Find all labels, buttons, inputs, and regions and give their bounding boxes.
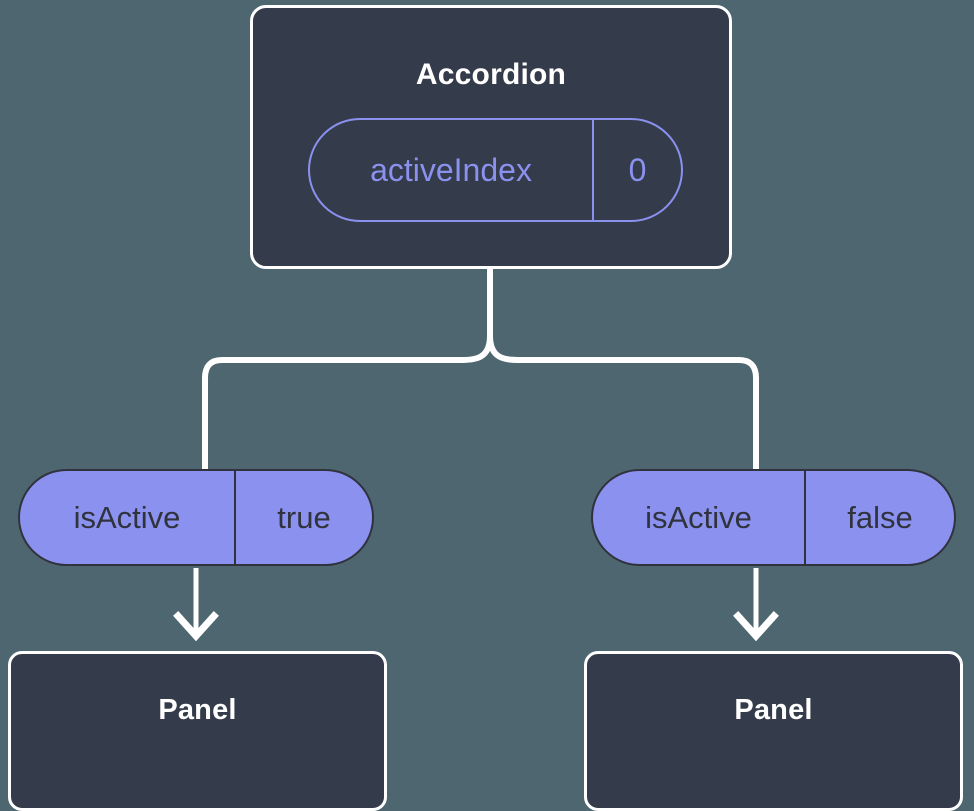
prop-pill-is-active-true-value: true: [277, 500, 331, 535]
arrow-left-head-icon: [173, 611, 219, 642]
prop-pill-is-active-false-value: false: [847, 500, 913, 535]
arrow-right-head-icon: [733, 611, 779, 642]
node-accordion-title: Accordion: [415, 58, 567, 91]
state-pill-active-index-value: 0: [628, 152, 647, 188]
prop-pill-is-active-true-key: isActive: [20, 471, 236, 564]
node-panel-left-title: Panel: [158, 694, 237, 726]
node-panel-left[interactable]: Panel: [8, 651, 387, 811]
prop-pill-is-active-false-key: isActive: [593, 471, 806, 564]
diagram-canvas: Accordion activeIndex 0 isActive true is…: [8, 5, 963, 811]
connector-branch-left: [202, 335, 493, 470]
connector-branch-right: [487, 335, 759, 470]
node-panel-right[interactable]: Panel: [584, 651, 963, 811]
state-pill-active-index-key: activeIndex: [310, 120, 594, 220]
prop-pill-is-active-false[interactable]: isActive false: [591, 469, 956, 566]
state-pill-active-index[interactable]: activeIndex 0: [308, 118, 683, 222]
node-panel-right-title: Panel: [734, 694, 813, 726]
prop-pill-is-active-true[interactable]: isActive true: [18, 469, 374, 566]
